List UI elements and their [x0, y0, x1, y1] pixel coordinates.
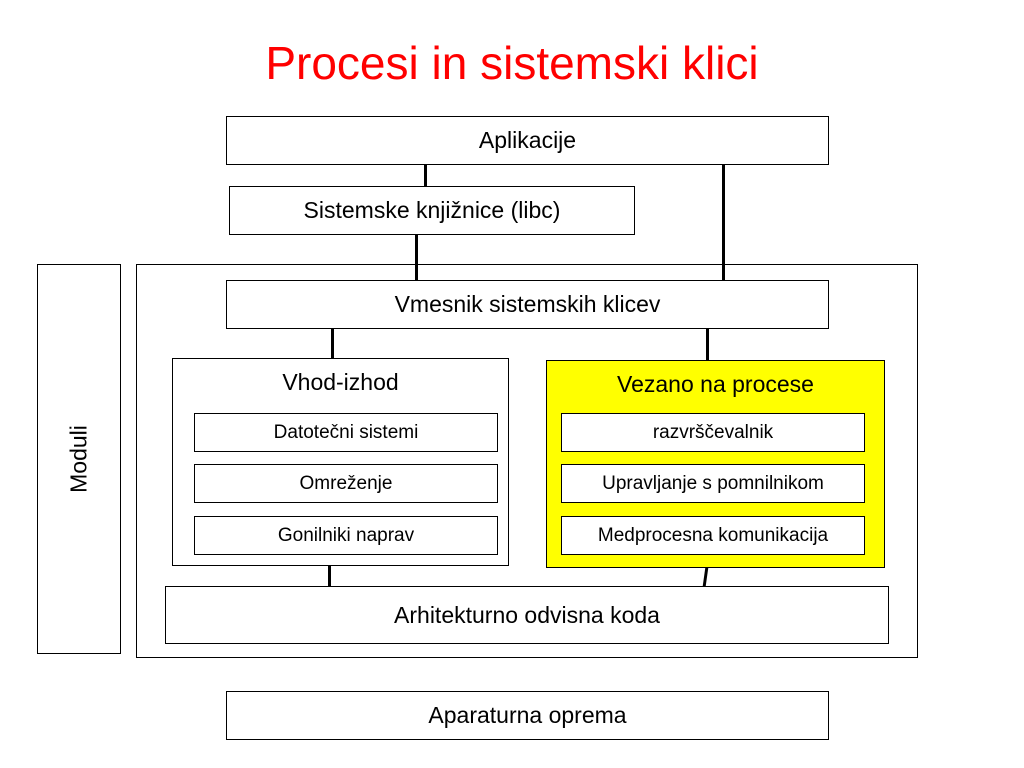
connector-apps-syscall — [722, 164, 725, 280]
process-group-title: Vezano na procese — [617, 371, 814, 397]
io-group-title: Vhod-izhod — [282, 369, 399, 395]
connector-syscall-io — [331, 328, 334, 358]
io-item-networking: Omreženje — [194, 464, 498, 503]
libraries-box: Sistemske knjižnice (libc) — [229, 186, 635, 235]
syscall-interface-box: Vmesnik sistemskih klicev — [226, 280, 829, 329]
process-item-memory-management: Upravljanje s pomnilnikom — [561, 464, 865, 503]
hardware-box: Aparaturna oprema — [226, 691, 829, 740]
connector-syscall-process — [706, 328, 709, 360]
connector-apps-libs — [424, 164, 427, 186]
page-title: Procesi in sistemski klici — [265, 37, 759, 89]
applications-box: Aplikacije — [226, 116, 829, 165]
connector-libs-syscall — [415, 234, 418, 280]
connector-io-arch — [328, 565, 331, 586]
process-item-scheduler: razvrščevalnik — [561, 413, 865, 452]
modules-box: Moduli — [37, 264, 121, 654]
arch-code-box: Arhitekturno odvisna koda — [165, 586, 889, 644]
modules-label: Moduli — [65, 425, 92, 493]
io-item-device-drivers: Gonilniki naprav — [194, 516, 498, 555]
process-item-ipc: Medprocesna komunikacija — [561, 516, 865, 555]
io-item-filesystems: Datotečni sistemi — [194, 413, 498, 452]
